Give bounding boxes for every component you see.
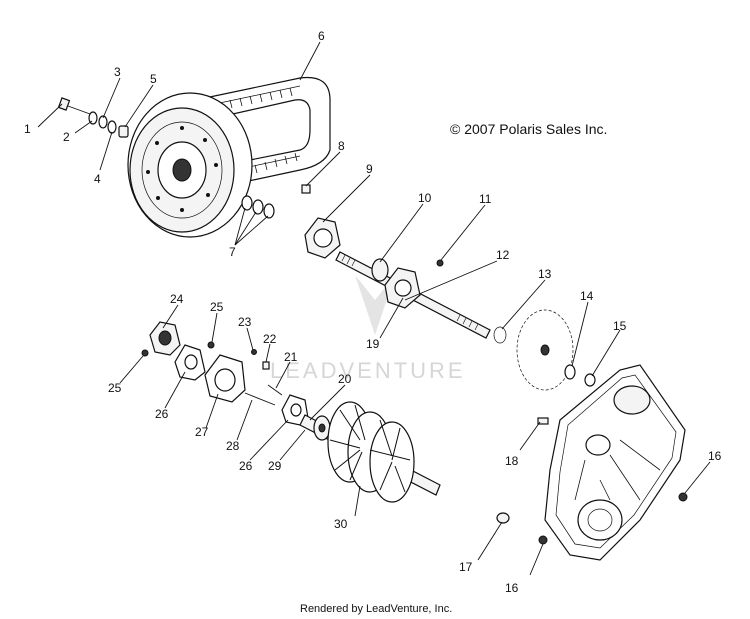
nut-25-top[interactable] [207, 341, 215, 349]
callout-1: 1 [24, 122, 31, 136]
bolt-1[interactable] [57, 97, 91, 115]
copyright-text: © 2007 Polaris Sales Inc. [450, 121, 607, 137]
callout-13: 13 [538, 267, 552, 281]
brake-disc-14[interactable] [516, 309, 574, 391]
callout-22: 22 [263, 332, 277, 346]
nut-16-right[interactable] [678, 492, 688, 502]
callout-25-left: 25 [108, 381, 122, 395]
callout-8: 8 [338, 139, 345, 153]
callout-15: 15 [613, 319, 627, 333]
callout-21: 21 [284, 350, 298, 364]
washer-2[interactable] [88, 111, 98, 125]
callout-26-left: 26 [155, 407, 169, 421]
snap-ring-13[interactable] [493, 326, 507, 344]
bolt-28[interactable] [244, 392, 276, 406]
callout-16-right: 16 [708, 449, 722, 463]
callout-17: 17 [459, 560, 473, 574]
nut-25-left[interactable] [141, 349, 149, 357]
callout-18: 18 [505, 454, 519, 468]
item-22[interactable] [262, 361, 270, 370]
callout-7: 7 [229, 245, 236, 259]
nut-11[interactable] [436, 259, 444, 267]
callout-2: 2 [63, 130, 70, 144]
callout-20: 20 [338, 372, 352, 386]
bearing-10[interactable] [371, 258, 389, 282]
callout-14: 14 [580, 289, 594, 303]
callout-12: 12 [496, 248, 510, 262]
callout-19: 19 [366, 337, 380, 351]
washer-4[interactable] [107, 120, 117, 134]
chaincase-cover[interactable] [544, 364, 686, 561]
callout-3: 3 [114, 65, 121, 79]
watermark-text: LEADVENTURE [270, 358, 466, 383]
nut-16-bottom[interactable] [538, 535, 548, 545]
ring-15[interactable] [584, 373, 596, 387]
washer-3[interactable] [98, 115, 108, 129]
watermark: LEADVENTURE [270, 275, 466, 383]
callout-16-bottom: 16 [505, 581, 519, 595]
callout-6: 6 [318, 29, 325, 43]
callout-24: 24 [170, 292, 184, 306]
leader-lines [37, 41, 711, 576]
callout-10: 10 [418, 191, 432, 205]
bolt-18[interactable] [537, 417, 549, 425]
callout-28: 28 [226, 439, 240, 453]
callout-5: 5 [150, 72, 157, 86]
footer-text: Rendered by LeadVenture, Inc. [300, 603, 452, 615]
callout-11: 11 [479, 192, 492, 206]
driven-clutch[interactable] [127, 92, 253, 238]
drive-shaft-30[interactable] [299, 401, 441, 503]
callout-23: 23 [238, 315, 252, 329]
bolt-17[interactable] [496, 512, 510, 524]
callout-30: 30 [334, 517, 348, 531]
callout-4: 4 [94, 172, 101, 186]
callout-29: 29 [268, 459, 282, 473]
callout-26-right: 26 [239, 459, 253, 473]
callout-27: 27 [195, 425, 209, 439]
washers-7[interactable] [241, 195, 275, 219]
pin-21[interactable] [267, 384, 283, 396]
callout-25-top: 25 [210, 300, 224, 314]
bolt-8[interactable] [301, 184, 311, 194]
spacer-5[interactable] [118, 125, 129, 138]
item-23[interactable] [251, 349, 257, 355]
callout-9: 9 [366, 162, 373, 176]
callout-numbers: 1 2 3 4 5 6 7 8 9 10 11 12 13 14 15 16 1… [24, 29, 722, 595]
